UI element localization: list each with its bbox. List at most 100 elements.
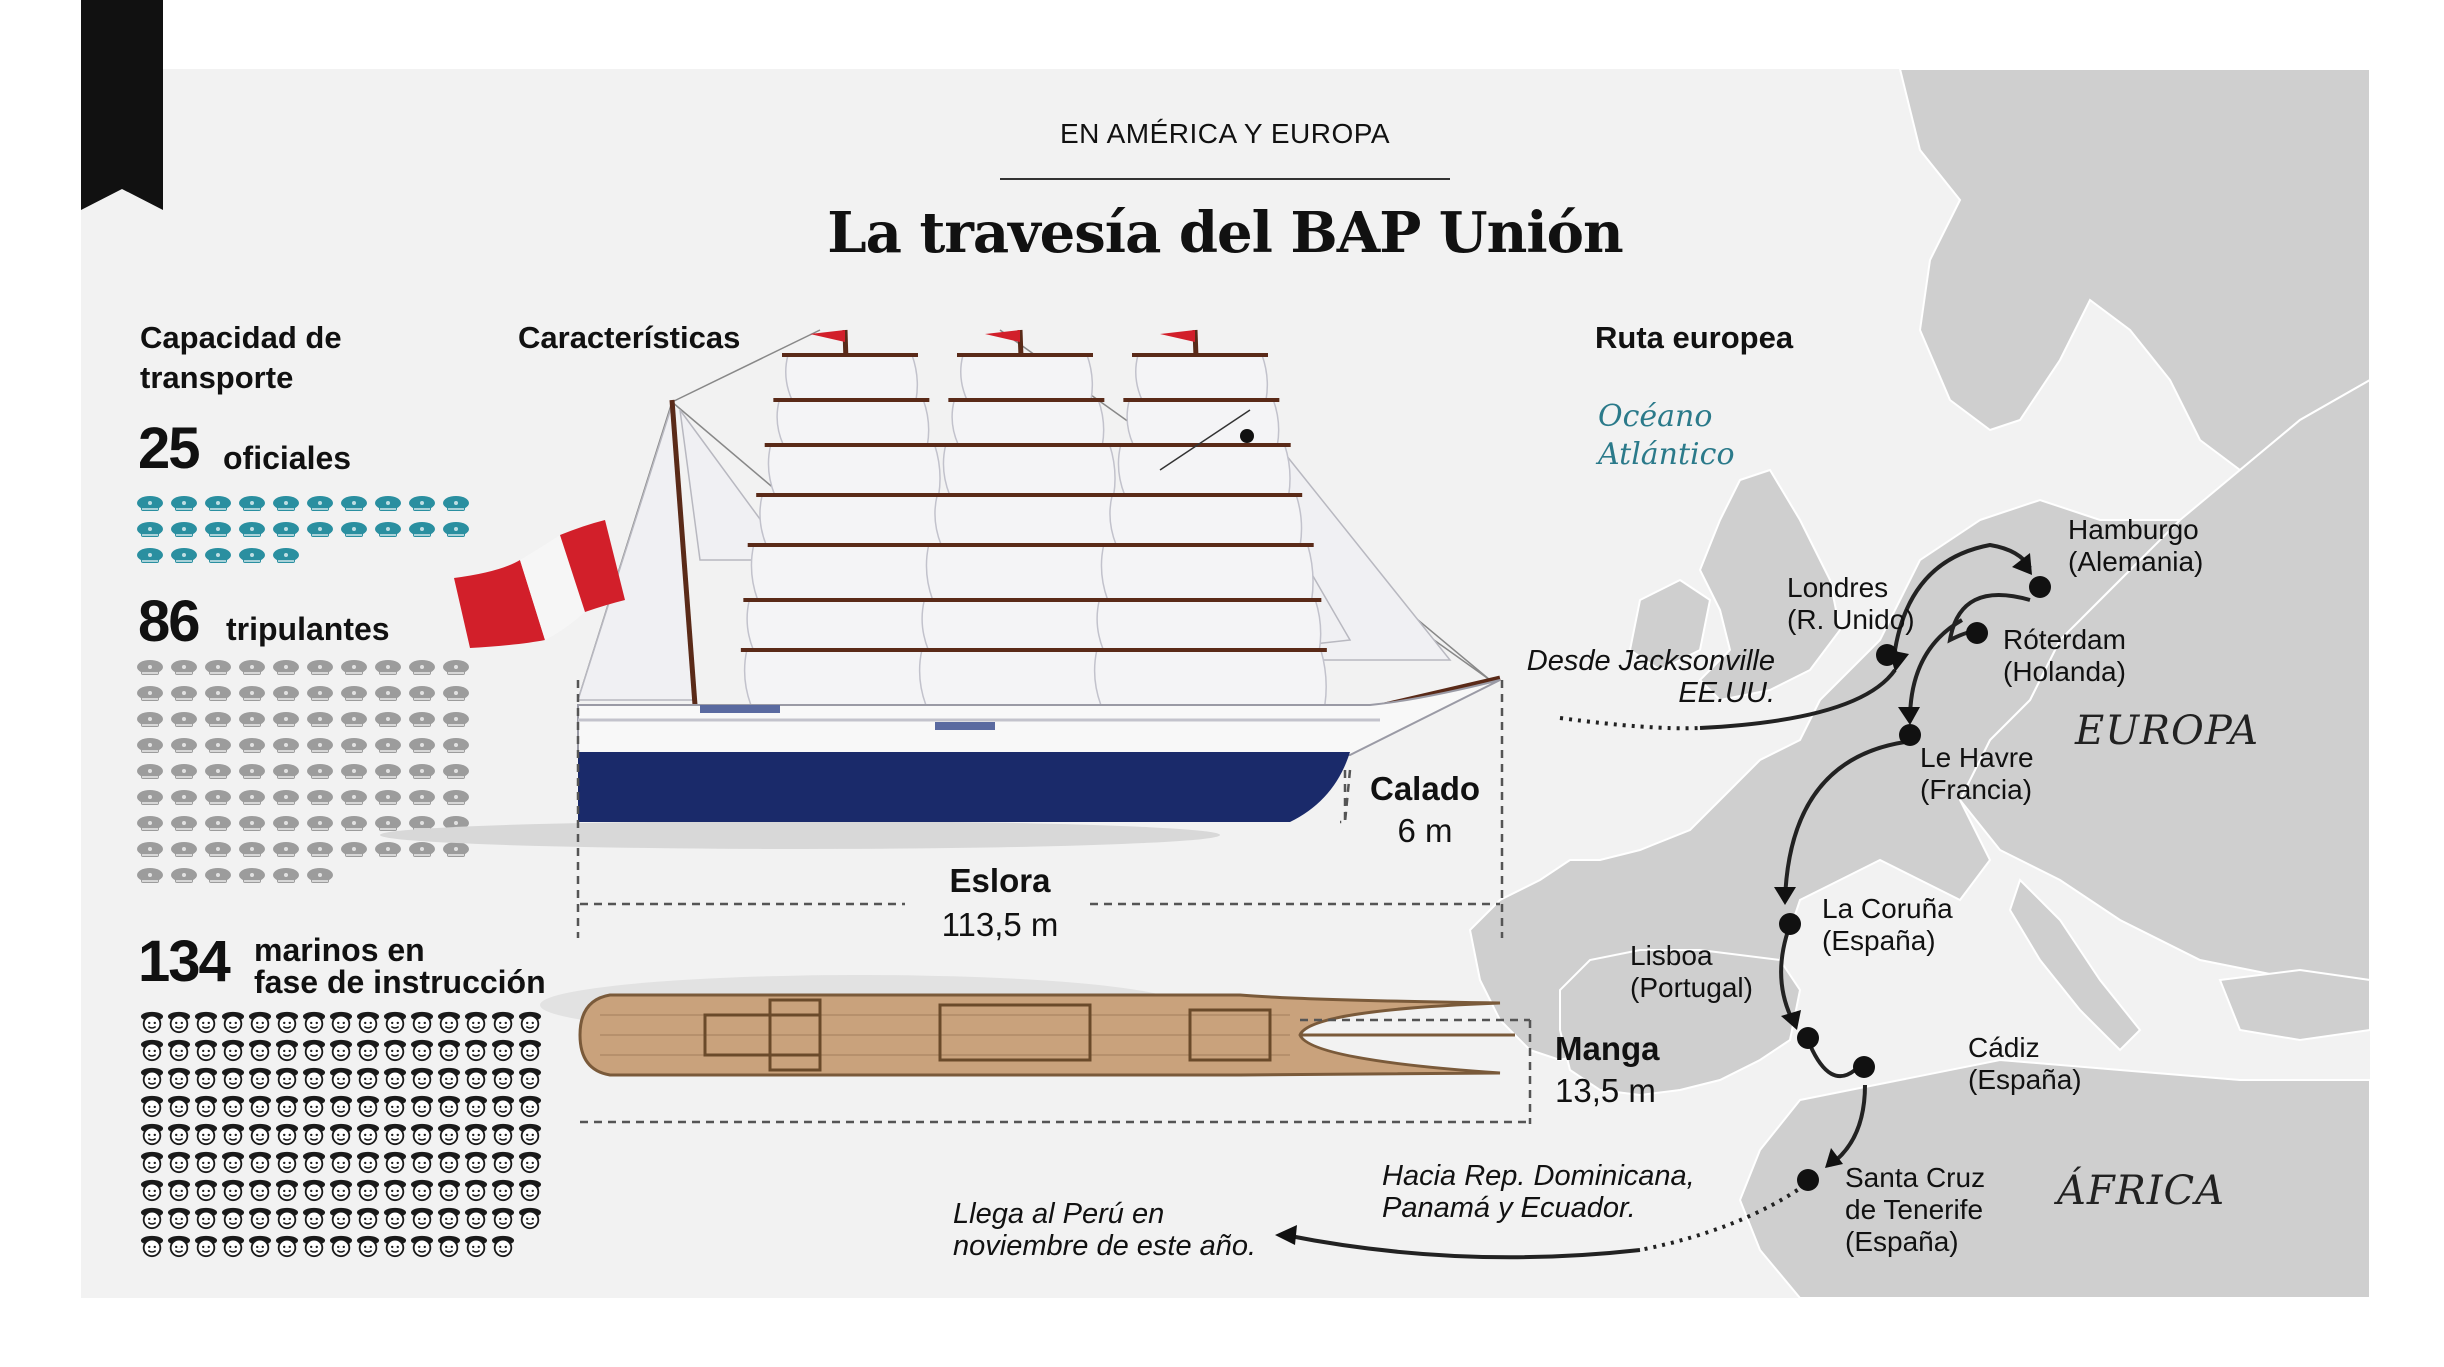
city-roterdam: Róterdam (Holanda) (2003, 624, 2126, 688)
dot-roterdam (1966, 622, 1988, 644)
trainee-head-icon (221, 1123, 245, 1146)
trainee-head-icon (167, 1095, 191, 1118)
trainee-head-icon (302, 1067, 326, 1090)
trainee-head-icon (275, 1235, 299, 1258)
trainee-head-icon (410, 1039, 434, 1062)
officers-icon-grid (136, 494, 476, 572)
crew-cap-icon (409, 686, 435, 701)
trainee-head-icon (491, 1123, 515, 1146)
trainee-head-icon (491, 1095, 515, 1118)
trainee-head-icon (437, 1235, 461, 1258)
trainees-label: marinos en fase de instrucción (254, 934, 546, 998)
trainee-head-icon (140, 1095, 164, 1118)
officer-cap-icon (137, 522, 163, 537)
crew-cap-icon (443, 660, 469, 675)
crew-cap-icon (409, 764, 435, 779)
dot-londres (1876, 644, 1898, 666)
turkey-land (2218, 968, 2371, 1042)
trainee-head-icon (329, 1123, 353, 1146)
trainee-head-icon (383, 1039, 407, 1062)
crew-cap-icon (205, 660, 231, 675)
trainee-head-icon (356, 1179, 380, 1202)
arrival-line1: Llega al Perú en (953, 1198, 1165, 1230)
arrow-lisboa (1781, 1010, 1801, 1030)
city-roterdam-line2: (Holanda) (2003, 656, 2126, 687)
continent-europe: EUROPA (2075, 708, 2259, 754)
officer-cap-icon (409, 496, 435, 511)
dot-hamburgo (2029, 576, 2051, 598)
city-tenerife-line1: Santa Cruz (1845, 1162, 1986, 1193)
trainee-head-icon (410, 1179, 434, 1202)
trainee-head-icon (410, 1095, 434, 1118)
trainee-head-icon (356, 1207, 380, 1230)
onward-line2: Panamá y Ecuador. (1382, 1192, 1636, 1224)
beam-label: Manga (1555, 1030, 1660, 1067)
trainee-head-icon (491, 1235, 515, 1258)
crew-cap-icon (273, 738, 299, 753)
trainee-head-icon (167, 1207, 191, 1230)
city-tenerife: Santa Cruz de Tenerife (España) (1845, 1162, 1985, 1258)
crew-cap-icon (205, 712, 231, 727)
city-cadiz-line2: (España) (1968, 1064, 2082, 1095)
trainees-number: 134 (138, 929, 231, 994)
officer-cap-icon (239, 548, 265, 563)
length-value: 113,5 m (941, 906, 1059, 943)
square-sail (1096, 599, 1322, 651)
onward-note: Hacia Rep. Dominicana, Panamá y Ecuador. (1382, 1160, 1695, 1224)
beam-value: 13,5 m (1555, 1072, 1656, 1109)
crew-cap-icon (341, 712, 367, 727)
trainee-head-icon (356, 1095, 380, 1118)
trainee-head-icon (302, 1207, 326, 1230)
trainee-head-icon (464, 1235, 488, 1258)
crew-cap-icon (443, 686, 469, 701)
trainee-head-icon (518, 1151, 542, 1174)
trainee-head-icon (221, 1207, 245, 1230)
trainee-head-icon (464, 1151, 488, 1174)
city-roterdam-line1: Róterdam (2003, 624, 2126, 655)
trainee-head-icon (329, 1095, 353, 1118)
crew-cap-icon (205, 738, 231, 753)
officer-cap-icon (137, 548, 163, 563)
trainee-head-icon (248, 1123, 272, 1146)
trainee-head-icon (437, 1011, 461, 1034)
trainee-head-icon (383, 1151, 407, 1174)
draft-label: Calado (1369, 770, 1481, 807)
trainee-head-icon (491, 1179, 515, 1202)
trainee-head-icon (194, 1179, 218, 1202)
crew-cap-icon (239, 686, 265, 701)
crew-cap-icon (443, 712, 469, 727)
trainee-head-icon (194, 1067, 218, 1090)
crew-cap-icon (239, 842, 265, 857)
city-londres-line2: (R. Unido) (1787, 604, 1915, 635)
crew-cap-icon (375, 816, 401, 831)
trainee-head-icon (464, 1179, 488, 1202)
crew-cap-icon (307, 660, 333, 675)
trainee-head-icon (491, 1151, 515, 1174)
crew-cap-icon (307, 842, 333, 857)
trainee-head-icon (329, 1011, 353, 1034)
crew-cap-icon (307, 712, 333, 727)
trainee-head-icon (140, 1067, 164, 1090)
trainee-head-icon (437, 1179, 461, 1202)
trainee-head-icon (167, 1179, 191, 1202)
dot-cadiz (1853, 1056, 1875, 1078)
trainee-head-icon (140, 1179, 164, 1202)
trainee-head-icon (140, 1151, 164, 1174)
arrow-peru (1275, 1225, 1297, 1245)
city-cadiz: Cádiz (España) (1968, 1032, 2082, 1096)
trainee-head-icon (167, 1039, 191, 1062)
trainee-head-icon (437, 1067, 461, 1090)
mizzen-mast (669, 399, 698, 706)
square-sail (1093, 649, 1327, 706)
officer-cap-icon (273, 522, 299, 537)
crew-cap-icon (341, 816, 367, 831)
route-jacksonville-london (1699, 668, 1897, 730)
officer-cap-icon (205, 548, 231, 563)
crew-label: tripulantes (226, 611, 390, 647)
square-sail (1100, 544, 1314, 601)
trainee-head-icon (194, 1011, 218, 1034)
crew-cap-icon (273, 790, 299, 805)
trainee-head-icon (383, 1235, 407, 1258)
officer-cap-icon (375, 522, 401, 537)
